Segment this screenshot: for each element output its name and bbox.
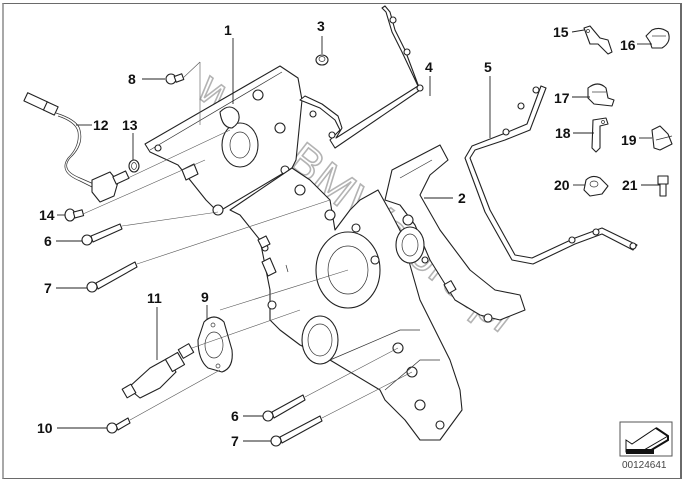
part-6-bolt-lower[interactable] <box>262 394 306 422</box>
part-12-sensor-cable[interactable] <box>23 92 130 203</box>
callout-labels: 1 2 3 4 5 6 6 7 7 8 9 10 11 12 13 14 15 … <box>37 18 638 449</box>
part-6-bolt-upper[interactable] <box>81 223 123 246</box>
callout-3[interactable]: 3 <box>317 18 325 34</box>
arrow-left-down-icon <box>625 427 669 454</box>
callout-4[interactable]: 4 <box>425 59 433 75</box>
alignment-lines <box>82 61 413 421</box>
part-5-tube[interactable] <box>464 85 638 265</box>
callout-6[interactable]: 6 <box>231 408 239 424</box>
callout-7[interactable]: 7 <box>231 433 239 449</box>
part-16-clip[interactable] <box>645 27 670 49</box>
part-7-bolt-lower[interactable] <box>270 415 323 447</box>
callout-9[interactable]: 9 <box>201 289 209 305</box>
part-20-clip[interactable] <box>583 175 609 197</box>
callout-12[interactable]: 12 <box>93 117 109 133</box>
callout-6[interactable]: 6 <box>44 233 52 249</box>
part-2-gasket-frame[interactable] <box>384 144 526 323</box>
callout-leaders <box>56 29 660 442</box>
callout-19[interactable]: 19 <box>621 132 637 148</box>
callout-20[interactable]: 20 <box>554 177 570 193</box>
callout-13[interactable]: 13 <box>122 117 138 133</box>
callout-1[interactable]: 1 <box>224 22 232 38</box>
callout-2[interactable]: 2 <box>458 190 466 206</box>
part-1-upper-cover[interactable] <box>144 65 303 216</box>
part-13-o-ring[interactable] <box>128 159 140 173</box>
part-17-holder-clip[interactable] <box>587 83 615 107</box>
callout-7[interactable]: 7 <box>44 280 52 296</box>
timing-case-lower[interactable] <box>229 167 463 441</box>
part-4-profile-gasket[interactable] <box>299 5 424 149</box>
part-10-bolt[interactable] <box>106 417 131 434</box>
callout-5[interactable]: 5 <box>484 59 492 75</box>
callout-11[interactable]: 11 <box>147 290 162 306</box>
part-21-screw[interactable] <box>657 175 669 197</box>
part-18-bracket[interactable] <box>591 117 609 153</box>
part-9-flange-seal[interactable] <box>197 316 233 373</box>
part-15-bracket[interactable] <box>583 25 613 55</box>
reference-box: 00124641 <box>619 421 673 471</box>
callout-10[interactable]: 10 <box>37 420 53 436</box>
part-8-screw[interactable] <box>165 73 185 85</box>
diagram-frame <box>2 3 682 479</box>
part-7-bolt-upper[interactable] <box>86 261 138 293</box>
callout-17[interactable]: 17 <box>554 90 570 106</box>
part-11-valve[interactable] <box>121 343 195 399</box>
callout-15[interactable]: 15 <box>553 24 569 40</box>
reference-code: 00124641 <box>622 460 667 471</box>
part-19-clip[interactable] <box>651 125 673 151</box>
callout-16[interactable]: 16 <box>620 37 636 53</box>
callout-18[interactable]: 18 <box>555 125 571 141</box>
callout-8[interactable]: 8 <box>128 71 136 87</box>
callout-14[interactable]: 14 <box>39 207 55 223</box>
part-3-sleeve[interactable] <box>315 54 329 66</box>
callout-21[interactable]: 21 <box>622 177 638 193</box>
part-14-screw[interactable] <box>64 208 85 222</box>
